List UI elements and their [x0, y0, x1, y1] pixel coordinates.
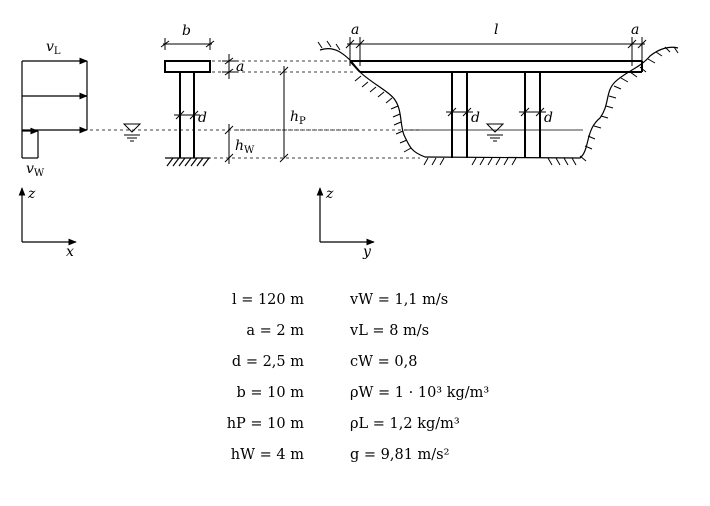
air-velocity-profile: [21, 57, 88, 134]
hP-label: hP: [290, 109, 306, 127]
vL-label: vL: [46, 39, 61, 57]
d-label-left: d: [198, 110, 207, 126]
a-label-pier: a: [236, 59, 244, 75]
hW-label: hW: [235, 138, 255, 156]
z-axis-label-right: z: [325, 186, 334, 202]
z-axis-label-left: z: [27, 186, 36, 202]
d-label-right: d: [544, 110, 553, 126]
param-rhoW: ρW = 1 · 10³ kg/m³: [350, 385, 490, 401]
y-axis-label: y: [362, 244, 372, 260]
axes-xz: [18, 187, 77, 246]
b-dimension: [160, 38, 215, 50]
dashed-extension-lines: [196, 60, 420, 159]
param-cW: cW = 0,8: [350, 354, 418, 370]
top-dimension-line: [345, 37, 647, 66]
param-rhoL: ρL = 1,2 kg/m³: [350, 416, 460, 432]
d-dimension-mid: [446, 107, 473, 117]
d-dimension-left: [174, 110, 200, 120]
pier-2-front: [524, 72, 541, 158]
param-vW: vW = 1,1 m/s: [350, 292, 449, 308]
param-a: a = 2 m: [246, 323, 304, 339]
param-vL: vL = 8 m/s: [350, 323, 430, 339]
valley-hatching: [317, 40, 679, 166]
param-hW: hW = 4 m: [230, 447, 304, 463]
param-b: b = 10 m: [236, 385, 304, 401]
parameter-row: b = 10 m ρW = 1 · 10³ kg/m³: [200, 385, 520, 416]
hP-dimension: [279, 66, 289, 163]
riverbed-left: [165, 157, 210, 167]
parameter-row: hW = 4 m g = 9,81 m/s²: [200, 447, 520, 478]
d-dimension-right: [519, 107, 546, 117]
param-hP: hP = 10 m: [226, 416, 304, 432]
d-label-mid: d: [471, 110, 480, 126]
axes-yz: [316, 187, 375, 246]
a-label-left: a: [351, 22, 359, 38]
parameter-row: l = 120 m vW = 1,1 m/s: [200, 292, 520, 323]
parameter-list: l = 120 m vW = 1,1 m/s a = 2 m vL = 8 m/…: [200, 292, 520, 478]
water-velocity-profile: [21, 127, 39, 159]
pier-1-front: [451, 72, 468, 158]
parameter-row: d = 2,5 m cW = 0,8: [200, 354, 520, 385]
valley-profile: [319, 46, 679, 159]
a-label-right: a: [631, 22, 639, 38]
x-axis-label: x: [66, 244, 74, 260]
l-label: l: [494, 22, 498, 38]
bridge-deck: [349, 60, 643, 73]
param-d: d = 2,5 m: [231, 354, 304, 370]
water-level-symbol-right: [485, 123, 505, 142]
parameter-row: hP = 10 m ρL = 1,2 kg/m³: [200, 416, 520, 447]
water-level-symbol-left: [122, 123, 142, 142]
b-label: b: [182, 23, 191, 39]
param-g: g = 9,81 m/s²: [350, 447, 450, 463]
param-l: l = 120 m: [231, 292, 304, 308]
parameter-row: a = 2 m vL = 8 m/s: [200, 323, 520, 354]
vW-label: vW: [26, 161, 45, 179]
